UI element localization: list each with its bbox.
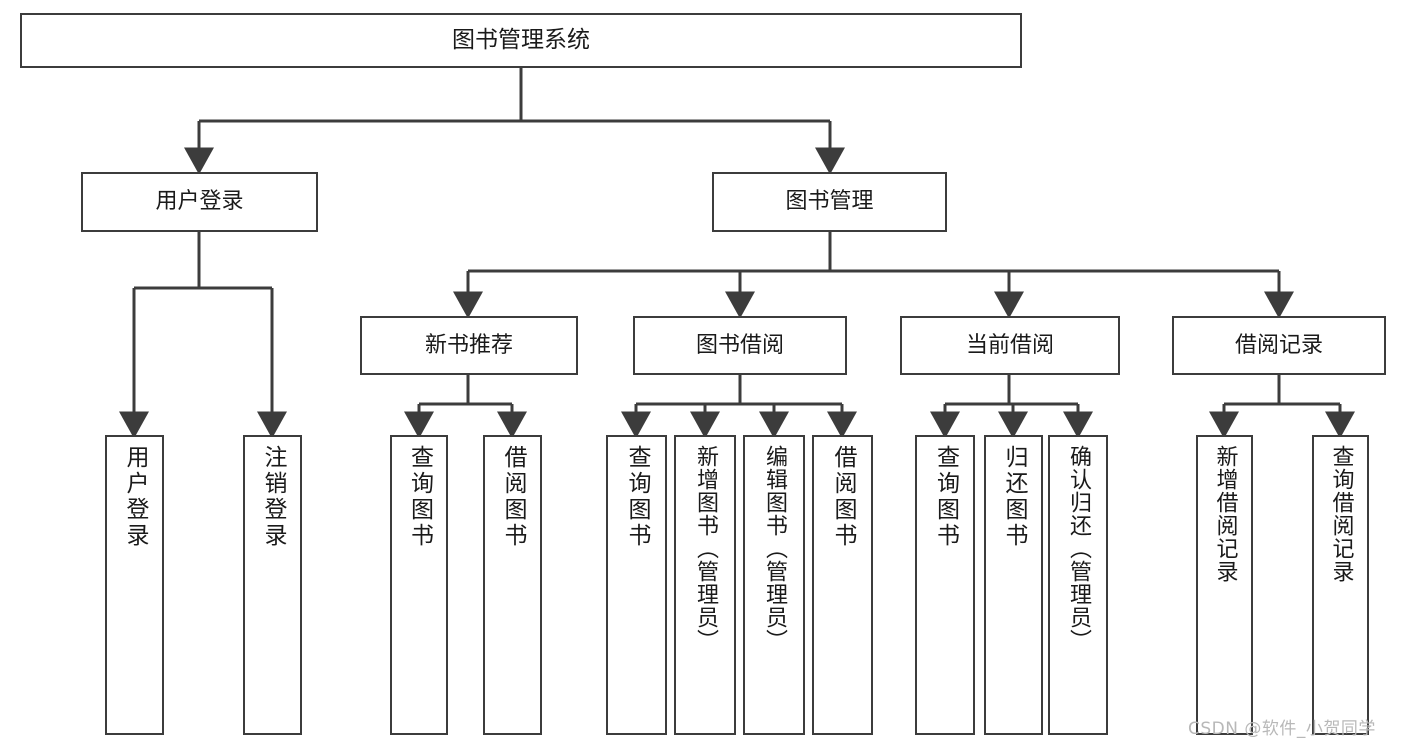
node-leaf-borrow-book-2[interactable]: 借阅图书: [812, 435, 873, 735]
node-leaf-query-record[interactable]: 查询借阅记录: [1312, 435, 1369, 735]
node-label: 查询图书: [406, 445, 433, 549]
node-book-manage[interactable]: 图书管理: [712, 172, 947, 232]
node-label: 查询图书: [932, 445, 959, 549]
node-leaf-add-record[interactable]: 新增借阅记录: [1196, 435, 1253, 735]
node-label: 注销登录: [260, 445, 286, 549]
node-leaf-confirm-return[interactable]: 确认归还（管理员）: [1048, 435, 1108, 735]
node-label: 图书管理系统: [452, 26, 590, 53]
node-label: 借阅记录: [1234, 332, 1323, 358]
node-label: 当前借阅: [965, 332, 1054, 358]
node-root[interactable]: 图书管理系统: [20, 13, 1022, 68]
node-new-book-rec[interactable]: 新书推荐: [360, 316, 578, 375]
node-leaf-return-book[interactable]: 归还图书: [984, 435, 1043, 735]
node-label: 新增图书（管理员）: [693, 445, 718, 652]
node-label: 确认归还（管理员）: [1066, 445, 1091, 652]
node-leaf-user-logout[interactable]: 注销登录: [243, 435, 302, 735]
node-label: 新增借阅记录: [1212, 445, 1238, 583]
node-label: 查询借阅记录: [1328, 445, 1354, 583]
node-label: 借阅图书: [830, 445, 856, 549]
node-current-borrow[interactable]: 当前借阅: [900, 316, 1120, 375]
node-leaf-query-book-1[interactable]: 查询图书: [390, 435, 448, 735]
node-label: 新书推荐: [424, 332, 513, 358]
node-label: 查询图书: [624, 445, 650, 549]
node-leaf-edit-book[interactable]: 编辑图书（管理员）: [743, 435, 805, 735]
node-label: 归还图书: [1001, 445, 1027, 549]
node-leaf-user-login[interactable]: 用户登录: [105, 435, 164, 735]
node-leaf-add-book[interactable]: 新增图书（管理员）: [674, 435, 736, 735]
node-user-login[interactable]: 用户登录: [81, 172, 318, 232]
node-label: 用户登录: [155, 189, 244, 215]
node-borrow-record[interactable]: 借阅记录: [1172, 316, 1386, 375]
node-leaf-borrow-book-1[interactable]: 借阅图书: [483, 435, 542, 735]
node-label: 借阅图书: [500, 445, 526, 549]
node-label: 用户登录: [122, 445, 148, 549]
node-leaf-query-book-2[interactable]: 查询图书: [606, 435, 667, 735]
node-label: 图书管理: [785, 189, 874, 215]
node-label: 编辑图书（管理员）: [762, 445, 787, 652]
node-leaf-query-book-3[interactable]: 查询图书: [915, 435, 975, 735]
csdn-watermark: CSDN @软件_小贺同学: [1188, 719, 1376, 739]
node-label: 图书借阅: [695, 332, 784, 358]
node-book-borrow[interactable]: 图书借阅: [633, 316, 847, 375]
